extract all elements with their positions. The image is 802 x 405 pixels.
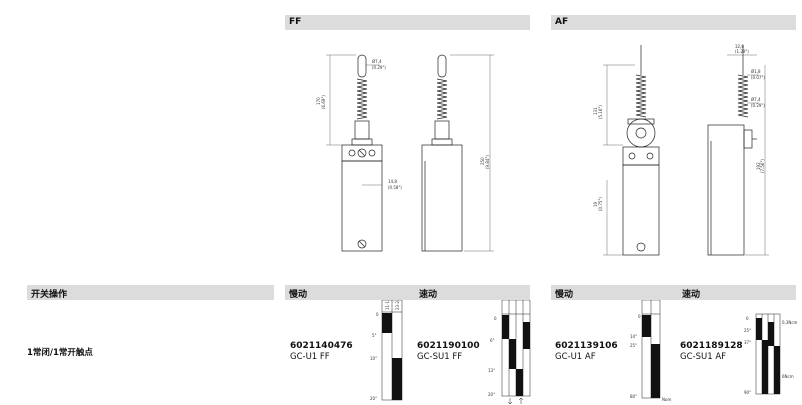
af-upper-in: (5.16") — [598, 105, 603, 119]
product-ff-snap: 6021190100 GC-SU1 FF — [417, 341, 480, 363]
af-slow-a0: 0 — [638, 314, 641, 319]
af-slow-a2: 25° — [630, 343, 637, 348]
ff-offset: 14,8 — [388, 179, 397, 184]
af-header: AF — [551, 15, 796, 30]
product-model: GC-U1 AF — [555, 352, 596, 362]
ff-snap-a1: 6° — [490, 338, 495, 343]
ff-slow-contact-diagram: 11-12 23-24 0 5° 10° 20° — [360, 298, 410, 405]
af-wire-dia-in: (0.07") — [751, 75, 765, 80]
af-snap-a0: 0 — [746, 316, 749, 321]
af-total-in: (7.56") — [760, 159, 765, 173]
af-slow-a1: 14° — [630, 334, 637, 339]
ff-slow-a1: 5° — [372, 333, 377, 338]
af-slow-label: 慢动 — [555, 290, 574, 300]
ff-spring-len-in: (6.69") — [321, 95, 326, 109]
af-snap-a1: 25° — [744, 328, 751, 333]
af-snap-force2: 6Ncm — [782, 374, 794, 379]
product-model: GC-SU1 AF — [680, 352, 727, 362]
af-contacts-header: 慢动 速动 — [551, 285, 796, 300]
product-ff-slow: 6021140476 GC-U1 FF — [290, 341, 353, 363]
ff-contacts-header: 慢动 速动 — [285, 285, 530, 300]
ff-offset-in: (0.58") — [388, 185, 402, 190]
switch-op-label: 开关操作 — [31, 290, 68, 300]
ff-tip-dia-in: (0.29") — [372, 65, 386, 70]
af-drawing: 32,8 (1.29") Ø1,8 (0.07") Ø7,4 (0.29") 1… — [585, 35, 785, 265]
ff-technical-drawing: Ø7,4 (0.29") 170 (6.69") 14,8 (0.58") 25… — [316, 54, 494, 252]
ff-snap-a3: 20° — [488, 392, 495, 397]
ff-drawing: Ø7,4 (0.29") 170 (6.69") 14,8 (0.58") 25… — [300, 35, 510, 265]
af-snap-contact-diagram: 0 25° 37° 90° 0,3Ncm 6Ncm — [742, 300, 800, 405]
af-snap-a3: 90° — [744, 390, 751, 395]
ff-tip-dia: Ø7,4 — [372, 59, 382, 64]
af-wire-dia: Ø1,8 — [751, 69, 761, 74]
ff-slow-t2: 23-24 — [395, 300, 400, 310]
af-header-label: AF — [555, 17, 569, 27]
ff-snap-contact-diagram: 0 6° 13° 20° — [488, 299, 533, 405]
af-snap-a2: 37° — [744, 340, 751, 345]
af-snap-force1: 0,3Ncm — [782, 320, 798, 325]
contact-label: 1常闭/1常开触点 — [27, 348, 93, 358]
af-snap-label: 速动 — [682, 290, 701, 300]
af-lower-in: (0.75") — [598, 197, 603, 211]
product-model: GC-U1 FF — [290, 352, 330, 362]
af-spring-dia: Ø7,4 — [751, 97, 761, 102]
ff-total: 250 — [480, 157, 485, 165]
product-af-slow: 6021139106 GC-U1 AF — [555, 341, 618, 363]
switch-op-header: 开关操作 — [27, 285, 274, 300]
af-technical-drawing: 32,8 (1.29") Ø1,8 (0.07") Ø7,4 (0.29") 1… — [593, 44, 769, 256]
product-af-snap: 6021189128 GC-SU1 AF — [680, 341, 743, 363]
ff-snap-a0: 0 — [494, 316, 497, 321]
ff-spring-len: 170 — [316, 97, 321, 105]
product-code: 6021190100 — [417, 341, 480, 351]
product-code: 6021189128 — [680, 341, 743, 351]
af-slow-contact-diagram: 0 14° 25° 80° Nom — [620, 299, 675, 405]
product-code: 6021140476 — [290, 341, 353, 351]
ff-slow-a3: 20° — [370, 396, 377, 401]
af-total: 192 — [756, 162, 761, 170]
af-lower: 19 — [593, 201, 598, 207]
ff-total-in: (9.84") — [485, 155, 490, 169]
ff-snap-label: 速动 — [419, 290, 438, 300]
af-width-in: (1.29") — [735, 49, 749, 54]
arrow-icon — [507, 397, 524, 405]
ff-header: FF — [285, 15, 530, 30]
ff-slow-label: 慢动 — [289, 290, 308, 300]
ff-slow-t1: 11-12 — [385, 300, 390, 310]
ff-slow-a2: 10° — [370, 356, 377, 361]
ff-header-label: FF — [289, 17, 302, 27]
product-model: GC-SU1 FF — [417, 352, 463, 362]
af-slow-force: Nom — [662, 397, 671, 402]
ff-snap-a2: 13° — [488, 368, 495, 373]
ff-slow-a0: 0 — [376, 312, 379, 317]
af-width: 32,8 — [735, 44, 744, 49]
af-upper: 131 — [593, 107, 598, 115]
af-spring-dia-in: (0.29") — [751, 103, 765, 108]
af-slow-a3: 80° — [630, 394, 637, 399]
product-code: 6021139106 — [555, 341, 618, 351]
